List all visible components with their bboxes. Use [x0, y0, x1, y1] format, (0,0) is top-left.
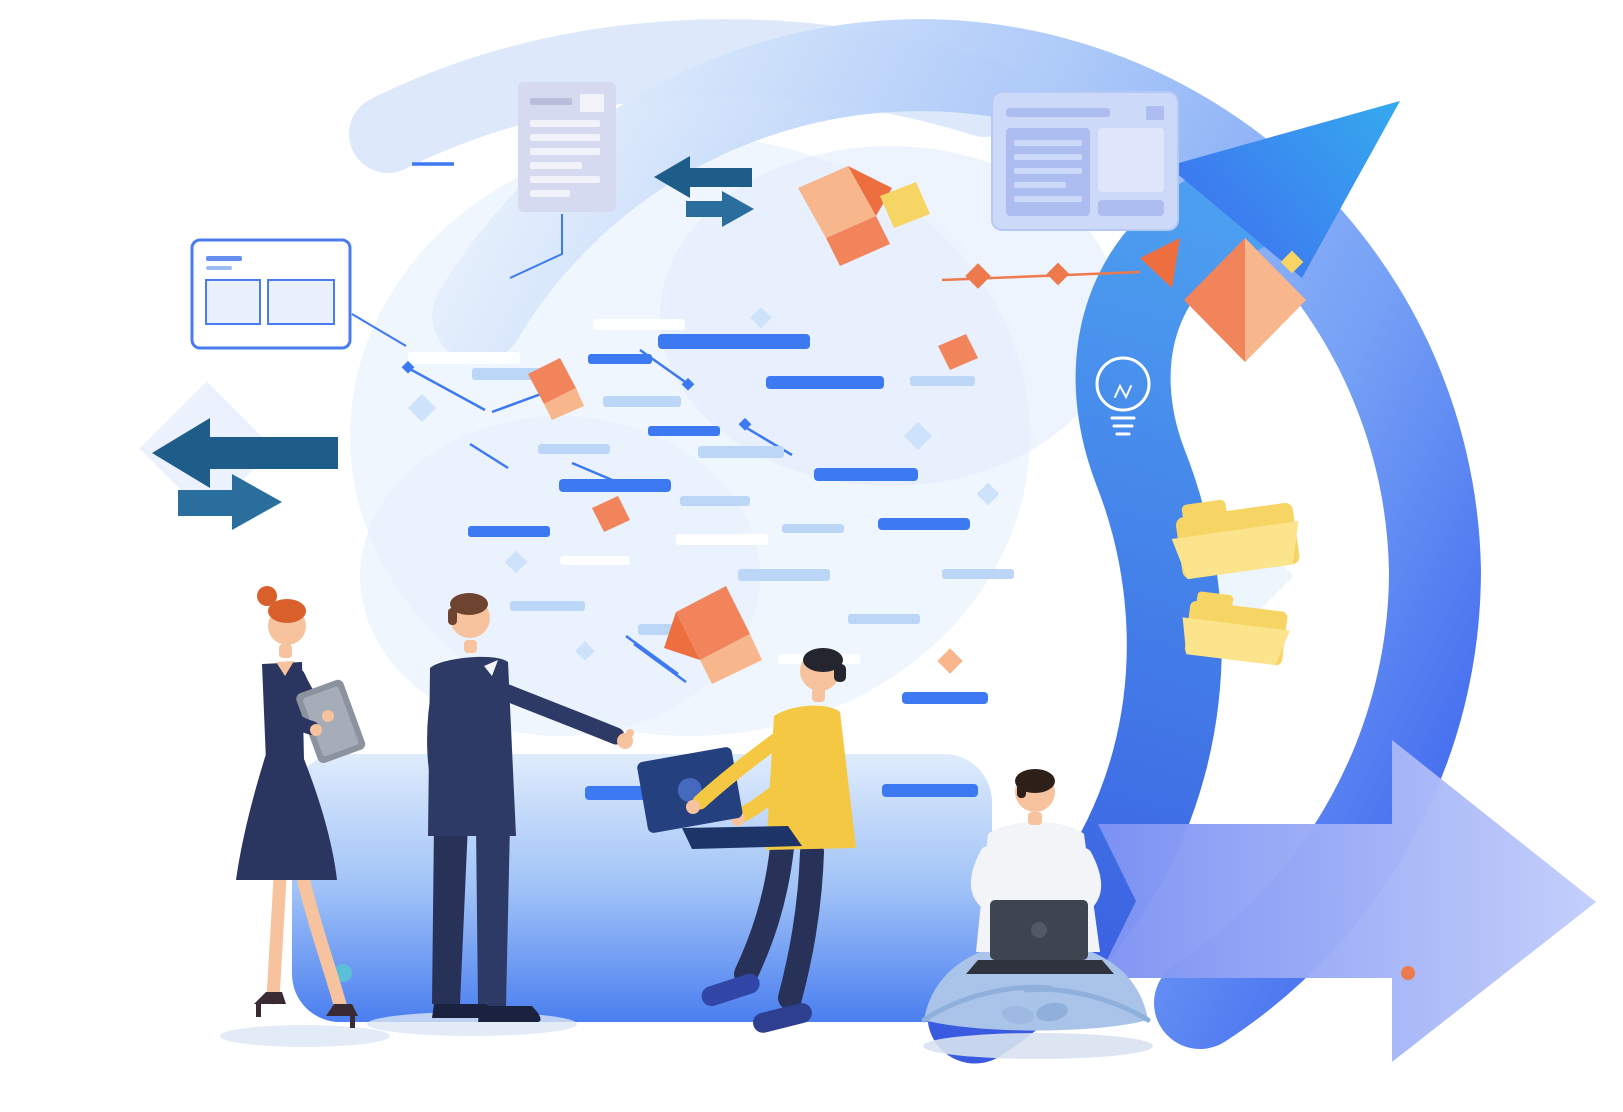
- laptop: [637, 747, 802, 849]
- document-card-icon: [518, 82, 616, 212]
- mini-diamonds: [401, 307, 1000, 661]
- white-bars: [408, 319, 860, 664]
- swap-arrows-icon-large: [152, 418, 338, 530]
- orange-diamond-cluster: [941, 238, 1306, 362]
- salmon-ribbons: [528, 166, 978, 684]
- flowchart-shapes: [351, 162, 1014, 704]
- folder-icon-bottom: [1182, 591, 1290, 666]
- tablet: [296, 679, 366, 764]
- blue-bars: [468, 334, 988, 704]
- laptop: [966, 900, 1114, 974]
- swap-arrows-icon-small: [654, 156, 754, 227]
- folder-icon-top: [1171, 499, 1300, 580]
- cycle-arrow: [349, 19, 1482, 1064]
- man-on-ledge-with-laptop: [637, 648, 856, 1033]
- cycle-arrow-inner-band: [927, 158, 1288, 1064]
- illustration-canvas: Flat vector illustration: four people wo…: [40, 16, 1623, 1096]
- browser-window-left: [190, 238, 352, 350]
- accent-dots: [334, 433, 1415, 982]
- forward-arrow: [1098, 740, 1596, 1062]
- browser-window-right: [991, 91, 1179, 231]
- cycle-arrowhead: [1168, 101, 1400, 278]
- lightbulb-icon: [1095, 356, 1151, 436]
- woman-with-tablet: [220, 586, 390, 1047]
- man-cross-legged-with-laptop: [921, 769, 1153, 1059]
- man-in-suit: [367, 593, 634, 1036]
